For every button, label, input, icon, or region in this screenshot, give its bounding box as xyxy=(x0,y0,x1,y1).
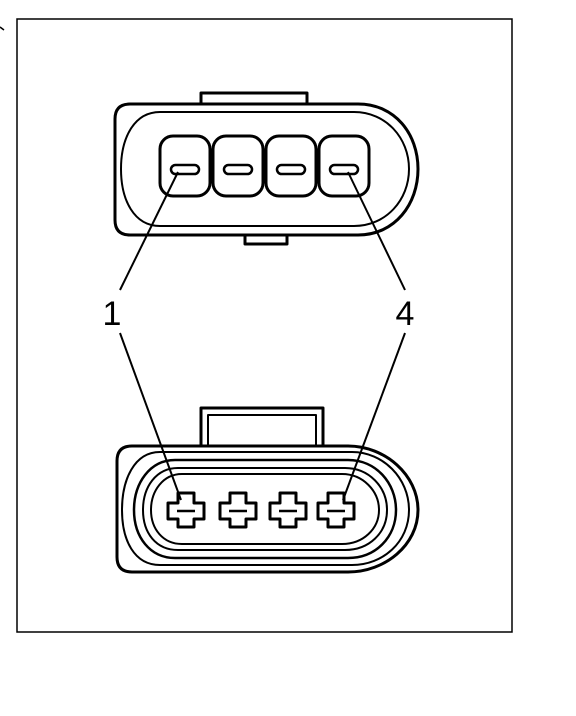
cavity-3 xyxy=(264,134,318,198)
top-connector-key xyxy=(243,235,289,246)
edge-mark xyxy=(0,26,5,31)
slot-4 xyxy=(328,163,360,176)
top-connector-rim xyxy=(120,111,410,227)
slot-3 xyxy=(275,163,307,176)
cavity-2 xyxy=(211,134,265,198)
top-connector xyxy=(113,91,420,246)
slot-1 xyxy=(169,163,201,176)
bottom-connector-ring-3 xyxy=(142,467,388,551)
pin-4 xyxy=(316,491,356,529)
pin-2 xyxy=(218,491,258,529)
slot-2 xyxy=(222,163,254,176)
top-connector-housing xyxy=(113,102,420,237)
pin-label-4: 4 xyxy=(396,295,415,333)
cavity-1 xyxy=(158,134,212,198)
bottom-connector-ring-4 xyxy=(150,473,380,545)
leader-4-top xyxy=(347,171,406,291)
pin-1 xyxy=(166,491,206,529)
diagram-frame xyxy=(16,18,513,633)
bottom-connector-latch xyxy=(199,406,325,446)
pin-label-1: 1 xyxy=(103,295,122,333)
leader-4-bottom xyxy=(342,332,406,501)
bottom-connector-ring-2 xyxy=(132,458,398,560)
leader-lines xyxy=(119,171,406,501)
bottom-connector-ring-1 xyxy=(121,451,410,566)
cavity-4 xyxy=(317,134,371,198)
leader-1-top xyxy=(119,171,179,291)
leader-1-bottom xyxy=(119,332,182,501)
bottom-connector-housing xyxy=(115,444,420,574)
top-connector-latch xyxy=(199,91,309,104)
pin-3 xyxy=(268,491,308,529)
bottom-connector xyxy=(115,406,420,574)
bottom-connector-latch-inner xyxy=(207,414,317,446)
